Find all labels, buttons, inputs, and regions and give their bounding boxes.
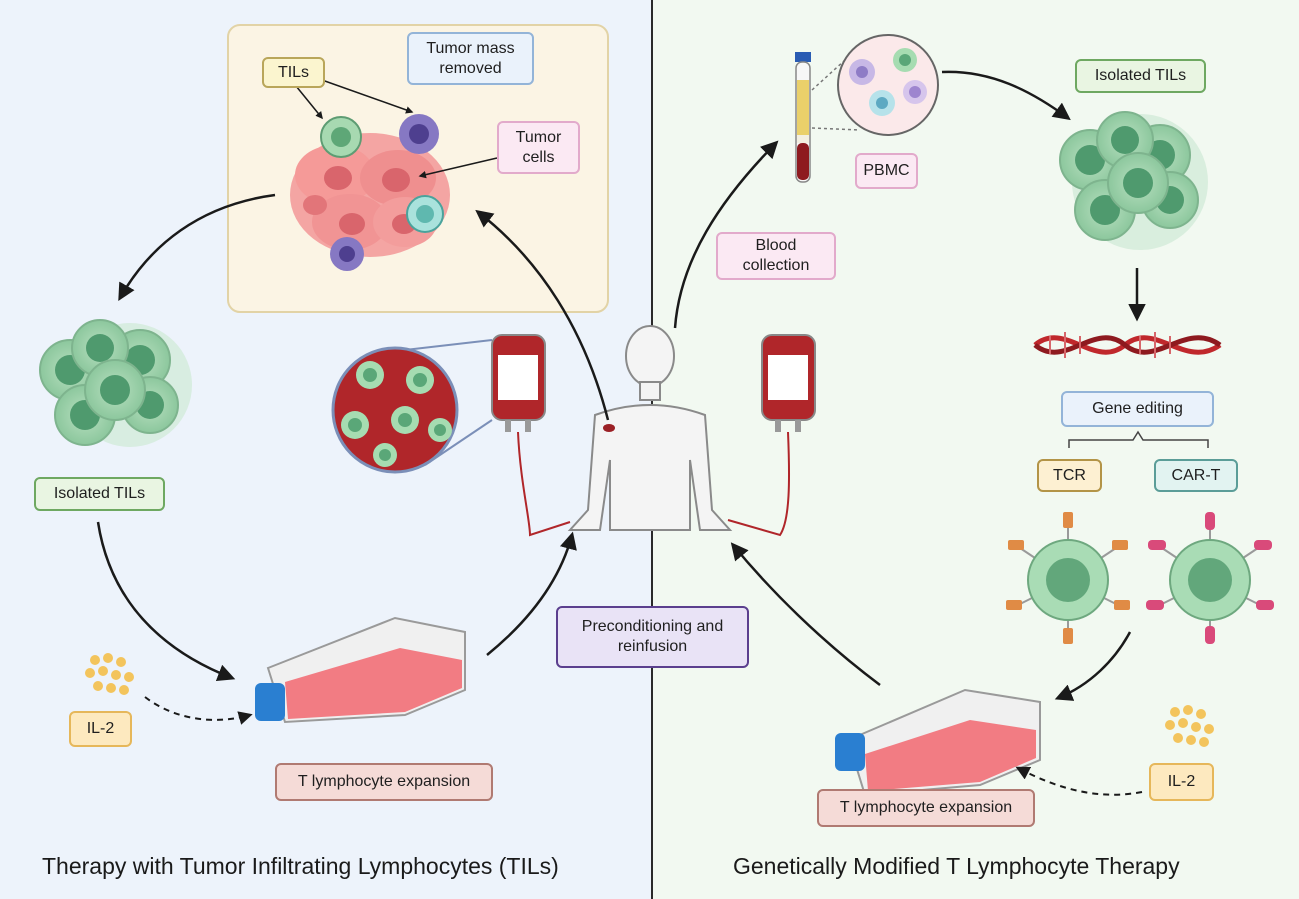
blood-bag-right-icon	[727, 334, 816, 537]
tcr-label: TCR	[1037, 459, 1102, 492]
tcr-cell-icon	[1006, 512, 1130, 644]
il2-left-label: IL-2	[69, 711, 132, 747]
gene-editing-label: Gene editing	[1061, 391, 1214, 427]
expansion-left-label: T lymphocyte expansion	[275, 763, 493, 801]
preconditioning-label: Preconditioning and reinfusion	[556, 606, 749, 668]
tils-label: TILs	[262, 57, 325, 88]
arrow-tumor-to-til	[118, 193, 276, 302]
arrow-body-to-tube	[673, 140, 779, 329]
isolated-tils-right-label: Isolated TILs	[1075, 59, 1206, 93]
gene-editing-bracket	[1068, 430, 1209, 448]
il2-cytokine-icon	[85, 653, 134, 695]
isolated-tils-left-label: Isolated TILs	[34, 477, 165, 511]
tumor-cells-label: Tumor cells	[497, 121, 580, 174]
il2-arrow-left	[144, 696, 253, 725]
arrow-pbmc-to-til	[941, 70, 1071, 121]
tumor-mass-icon	[290, 114, 450, 271]
pbmc-label: PBMC	[855, 153, 918, 189]
il2-arrow-right	[1015, 766, 1143, 796]
car-t-label: CAR-T	[1154, 459, 1238, 492]
arrow-cells-to-flask	[1054, 631, 1132, 701]
blood-bag-icon	[491, 334, 571, 537]
arrow-til-to-flask	[96, 521, 236, 682]
human-body-icon	[567, 325, 733, 531]
car-t-cell-icon	[1146, 512, 1274, 644]
expansion-right-label: T lymphocyte expansion	[817, 789, 1035, 827]
til-cluster-right-icon	[1059, 111, 1208, 250]
il2-cytokine-right-icon	[1165, 705, 1214, 747]
blood-tube-icon	[795, 52, 811, 183]
arrow-flask-to-body-right	[730, 542, 881, 686]
il2-right-label: IL-2	[1149, 763, 1214, 801]
culture-flask-right-icon	[835, 688, 1041, 797]
til-cluster-icon	[39, 319, 192, 447]
blood-magnifier-icon	[331, 339, 493, 474]
pbmc-magnifier-icon	[811, 34, 939, 136]
blood-collection-label: Blood collection	[716, 232, 836, 280]
arrow-body-to-tumor	[475, 209, 610, 421]
culture-flask-icon	[255, 616, 466, 724]
dna-helix-icon	[1033, 332, 1222, 358]
left-panel-caption: Therapy with Tumor Infiltrating Lymphocy…	[42, 853, 559, 879]
tumor-mass-removed-label: Tumor mass removed	[407, 32, 534, 85]
right-panel-caption: Genetically Modified T Lymphocyte Therap…	[733, 853, 1180, 879]
arrow-flask-to-body	[486, 531, 577, 656]
